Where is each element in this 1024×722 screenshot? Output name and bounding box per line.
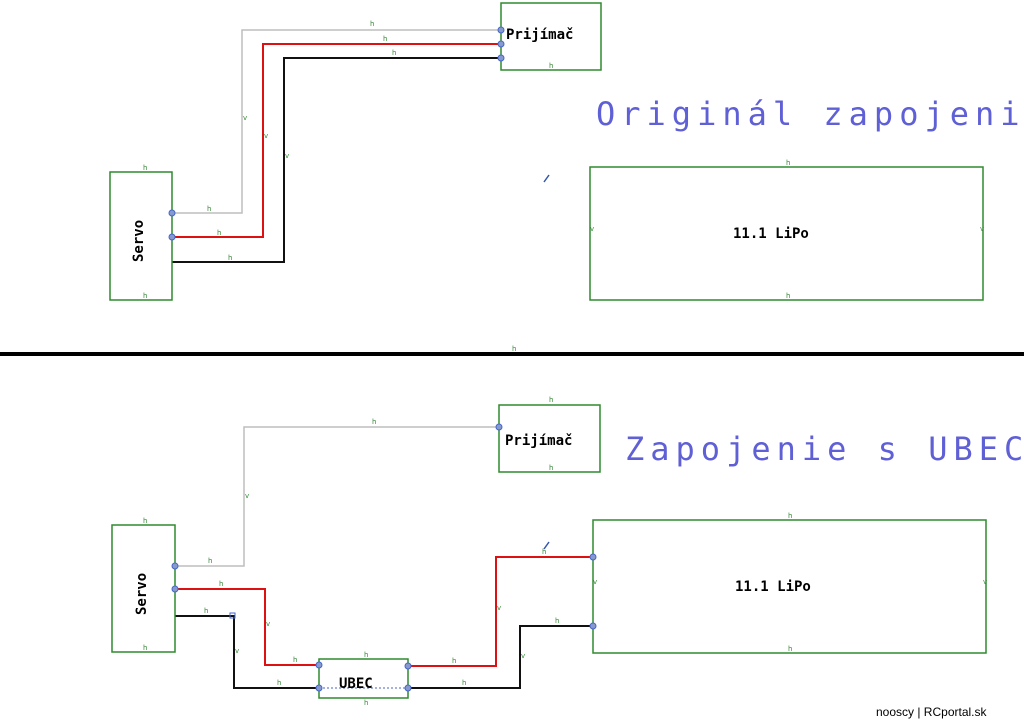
mark: v [980, 225, 984, 233]
mark: h [383, 35, 387, 43]
mark: v [285, 152, 289, 160]
mark: h [549, 396, 553, 404]
mark: h [364, 699, 368, 707]
bottom-servo-box [111, 524, 176, 653]
node [171, 562, 179, 570]
top-diagram: Prijímač Servo 11.1 LiPo Originál zapoje… [109, 2, 1024, 301]
mark: h [204, 607, 208, 615]
top-servo-box [109, 171, 173, 301]
mark: h [293, 656, 297, 664]
mark: h [392, 49, 396, 57]
bottom-diagram: Prijímač Servo UBEC 11.1 LiPo Zapojenie … [111, 396, 1024, 707]
bottom-signal-wire [175, 426, 499, 567]
node [497, 40, 505, 48]
bottom-receiver-label: Prijímač [505, 433, 572, 449]
bottom-battery-negative-wire [408, 625, 593, 689]
mark: v [235, 647, 239, 655]
bottom-servo-positive-wire [175, 588, 319, 666]
mark: h [143, 164, 147, 172]
mark: h [549, 464, 553, 472]
top-negative-wire [172, 57, 501, 263]
mark: h [786, 292, 790, 300]
bottom-servo-label: Servo [134, 573, 150, 615]
mark: h [512, 345, 516, 353]
top-servo-label: Servo [131, 220, 147, 262]
mark: h [207, 205, 211, 213]
section-divider [0, 352, 1024, 356]
mark: h [143, 292, 147, 300]
bottom-ubec-label: UBEC [339, 676, 373, 692]
mark: v [245, 492, 249, 500]
mark: h [462, 679, 466, 687]
node [497, 54, 505, 62]
bottom-heading: Zapojenie s UBEC [625, 430, 1024, 468]
bottom-battery-box [592, 519, 987, 654]
credit-text: noosсy | RCportal.sk [876, 705, 987, 719]
mark: h [277, 679, 281, 687]
bottom-ubec-box [318, 658, 409, 699]
mark: h [228, 254, 232, 262]
node [168, 233, 176, 241]
top-receiver-label: Prijímač [506, 27, 573, 43]
mark: v [243, 114, 247, 122]
bottom-receiver-box [498, 404, 601, 473]
mark: h [555, 617, 559, 625]
mark: h [786, 159, 790, 167]
top-battery-label: 11.1 LiPo [733, 226, 809, 242]
node [589, 622, 597, 630]
clip-icon [543, 174, 550, 183]
mark: v [593, 578, 597, 586]
mark: h [219, 580, 223, 588]
mark: h [452, 657, 456, 665]
node [171, 585, 179, 593]
bottom-battery-positive-wire [408, 556, 593, 667]
mark: h [542, 548, 546, 556]
mark: h [143, 517, 147, 525]
node [495, 423, 503, 431]
mark: h [208, 557, 212, 565]
mark: h [788, 512, 792, 520]
mark: h [549, 62, 553, 70]
mark: v [521, 652, 525, 660]
node [315, 661, 323, 669]
bottom-servo-negative-wire [175, 615, 319, 689]
mark: v [266, 620, 270, 628]
top-receiver-box [500, 2, 602, 71]
mark: v [264, 132, 268, 140]
mark: v [590, 225, 594, 233]
mark: h [372, 418, 376, 426]
bottom-battery-label: 11.1 LiPo [735, 579, 811, 595]
node [404, 662, 412, 670]
top-positive-wire [172, 43, 501, 238]
mark: v [497, 604, 501, 612]
mark: h [364, 651, 368, 659]
clip-icon [543, 541, 550, 550]
node [497, 26, 505, 34]
node [404, 684, 412, 692]
mark: v [983, 578, 987, 586]
node [229, 612, 236, 619]
node [589, 553, 597, 561]
mark: h [217, 229, 221, 237]
node [168, 209, 176, 217]
top-heading: Originál zapojenie. [596, 95, 1024, 133]
node [315, 684, 323, 692]
mark: h [788, 645, 792, 653]
mark: h [143, 644, 147, 652]
mark: h [370, 20, 374, 28]
top-signal-wire [172, 29, 501, 214]
top-battery-box [589, 166, 984, 301]
